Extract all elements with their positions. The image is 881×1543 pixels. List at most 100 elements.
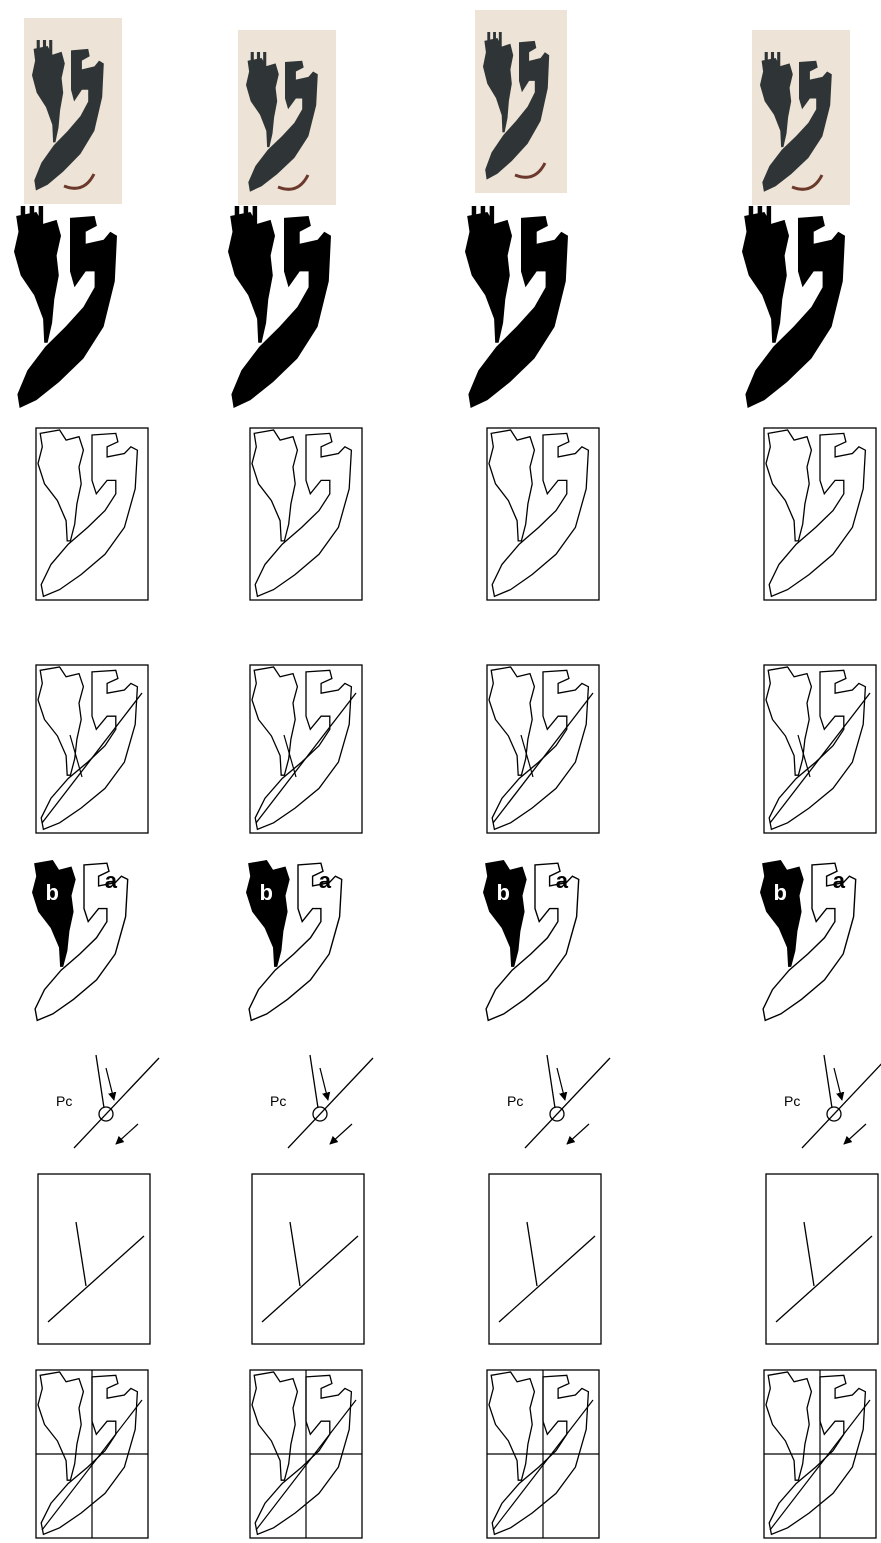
diagonal-arrow (116, 1124, 138, 1144)
part-b-label: b (497, 880, 510, 905)
stroke-direction: Pc (507, 1055, 610, 1148)
outline-right-outline (41, 1375, 137, 1534)
silhouette-tip-2 (481, 206, 485, 232)
stroke-direction: Pc (784, 1055, 881, 1148)
outline-diagonal-box (764, 665, 876, 833)
part-a-label: a (833, 868, 846, 893)
down-arrow (106, 1068, 114, 1100)
outline-left-outline (38, 430, 83, 541)
skeleton-diagonal (262, 1236, 358, 1322)
part-b-label: b (46, 880, 59, 905)
diagonal-arrow (844, 1124, 866, 1144)
segmented-parts: ab (483, 860, 579, 1020)
photo-glyph-tip-1 (251, 52, 254, 74)
diagonal-stroke (74, 1058, 159, 1148)
photo-crop (475, 10, 567, 193)
grid-overlay (36, 1370, 148, 1538)
silhouette (465, 206, 568, 408)
outline-left-outline (252, 1372, 297, 1480)
outline-box (250, 428, 362, 600)
stem-stroke (310, 1055, 318, 1108)
photo-glyph-tip-2 (43, 40, 46, 61)
stem-stroke (96, 1055, 104, 1108)
outline-right-outline (255, 1375, 351, 1534)
segmented-parts: ab (246, 860, 342, 1020)
part-a-label: a (319, 868, 332, 893)
silhouette-tip-2 (244, 206, 248, 232)
outline-right-outline (41, 433, 137, 596)
photo-glyph-tip-3 (49, 40, 52, 60)
skeleton-stem (76, 1222, 86, 1286)
outline-right-outline (769, 433, 865, 596)
part-b-label: b (260, 880, 273, 905)
photo-glyph-tip-3 (263, 52, 266, 71)
pc-point-label: Pc (270, 1093, 286, 1109)
diagonal-arrow (567, 1124, 589, 1144)
photo-glyph-tip-3 (499, 32, 502, 51)
silhouette-tip-3 (767, 206, 771, 230)
silhouette-tip-2 (758, 206, 762, 232)
part-b-shape (246, 860, 290, 967)
grid-overlay (250, 1370, 362, 1538)
photo-crop (752, 30, 850, 205)
grid-overlay (487, 1370, 599, 1538)
outline-diagonal-box (250, 665, 362, 833)
silhouette (14, 206, 117, 408)
diagonal-arrow (330, 1124, 352, 1144)
skeleton (38, 1174, 150, 1344)
pc-point-label: Pc (784, 1093, 800, 1109)
diagonal-stroke (802, 1058, 881, 1148)
outline-left-outline (766, 430, 811, 541)
down-arrow (557, 1068, 565, 1100)
photo-crop (238, 30, 336, 205)
bounding-box (489, 1174, 601, 1344)
photo-glyph-tip-2 (257, 52, 260, 72)
silhouette-tip-3 (490, 206, 494, 230)
skeleton (489, 1174, 601, 1344)
down-arrow (834, 1068, 842, 1100)
outline-right-outline (255, 433, 351, 596)
outline-right-outline (492, 433, 588, 596)
skeleton-diagonal (776, 1236, 872, 1322)
stroke-direction: Pc (56, 1055, 159, 1148)
silhouette-tip-2 (30, 206, 34, 232)
outline-left-outline (489, 430, 534, 541)
stroke-direction: Pc (270, 1055, 373, 1148)
part-b-shape (32, 860, 76, 967)
photo-glyph-tip-1 (37, 40, 40, 63)
silhouette-tip-1 (235, 206, 239, 234)
silhouette-tip-1 (749, 206, 753, 234)
pc-point-label: Pc (507, 1093, 523, 1109)
outline-box (487, 428, 599, 600)
outline-right-outline (769, 1375, 865, 1534)
segmented-parts: ab (760, 860, 856, 1020)
outline-left-outline (766, 1372, 811, 1480)
diagonal-stroke (525, 1058, 610, 1148)
skeleton-stem (804, 1222, 814, 1286)
outline-right-outline (492, 1375, 588, 1534)
photo-crop (24, 18, 122, 204)
photo-glyph-tip-3 (777, 52, 780, 71)
outline-left-outline (38, 1372, 83, 1480)
silhouette-tip-3 (253, 206, 257, 230)
stem-stroke (824, 1055, 832, 1108)
silhouette-tip-3 (39, 206, 43, 230)
skeleton (252, 1174, 364, 1344)
part-a-label: a (105, 868, 118, 893)
column-2: abPc (228, 30, 373, 1538)
outline-left-outline (252, 430, 297, 541)
skeleton-diagonal (48, 1236, 144, 1322)
outline-diagonal-box (36, 665, 148, 833)
photo-glyph-tip-1 (765, 52, 768, 74)
silhouette (742, 206, 845, 408)
diagonal-stroke (288, 1058, 373, 1148)
part-a-label: a (556, 868, 569, 893)
segmented-parts: ab (32, 860, 128, 1020)
grid-overlay (764, 1370, 876, 1538)
silhouette (228, 206, 331, 408)
silhouette-tip-1 (21, 206, 25, 234)
